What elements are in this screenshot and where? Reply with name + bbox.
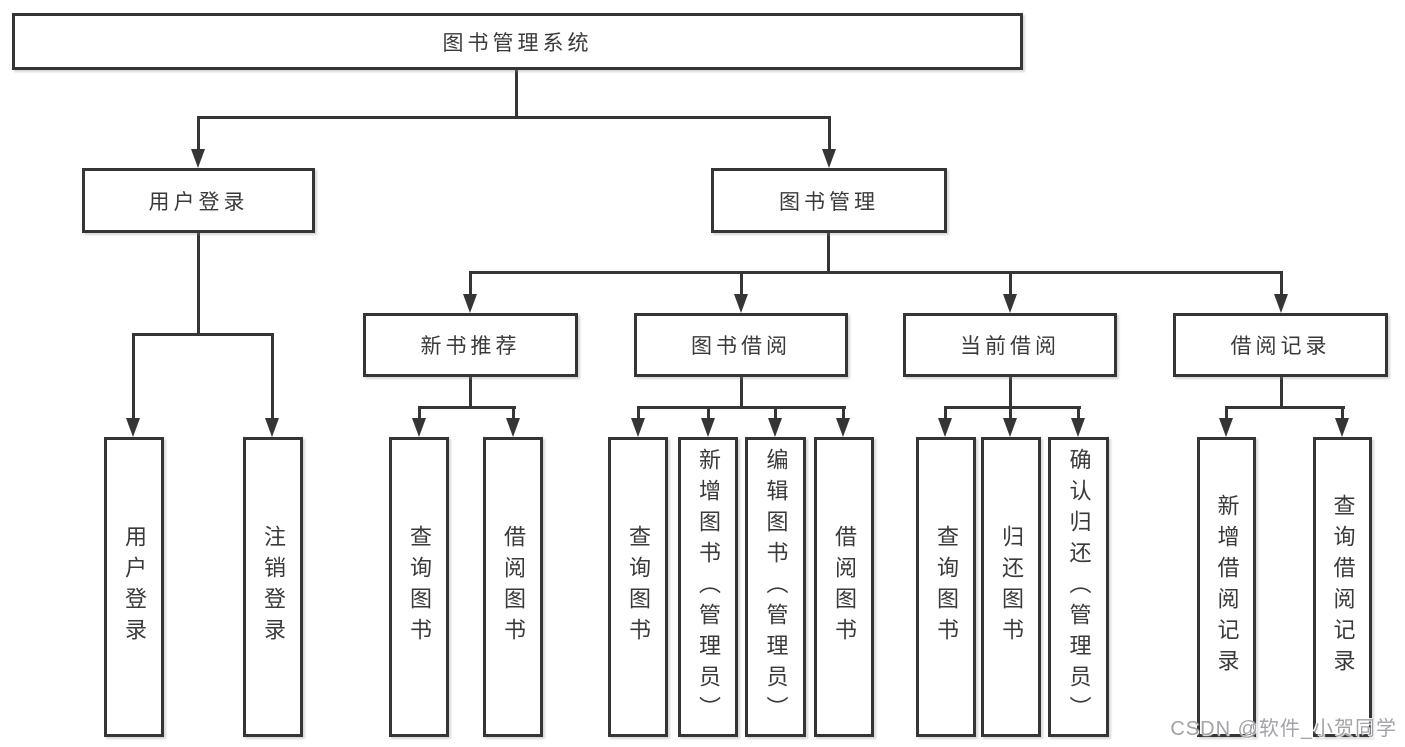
leaf-query-books-current: 查询图书 — [916, 437, 976, 737]
connector-line — [469, 271, 1283, 274]
arrow-down-icon — [506, 418, 520, 437]
arrow-down-icon — [463, 294, 477, 313]
csdn-watermark: CSDN @软件_小贺同学 — [1170, 718, 1397, 740]
node-new-book-recommendation: 新书推荐 — [363, 313, 578, 377]
arrow-down-icon — [768, 418, 782, 437]
connector-line — [740, 271, 743, 297]
connector-line — [740, 377, 743, 409]
leaf-logout: 注销登录 — [243, 437, 303, 737]
connector-line — [1225, 406, 1345, 409]
leaf-edit-book-admin: 编辑图书（管理员） — [745, 437, 806, 737]
connector-line — [469, 271, 472, 297]
connector-line — [418, 406, 516, 409]
connector-line — [469, 377, 472, 409]
node-current-borrowing: 当前借阅 — [903, 313, 1117, 377]
connector-line — [1225, 406, 1228, 422]
connector-line — [197, 116, 200, 152]
arrow-down-icon — [191, 149, 205, 168]
node-book-management: 图书管理 — [711, 168, 947, 233]
node-library-management-system: 图书管理系统 — [12, 13, 1023, 70]
leaf-label: 借阅图书 — [501, 525, 526, 649]
node-book-borrowing: 图书借阅 — [634, 313, 848, 377]
arrow-down-icon — [265, 418, 279, 437]
connector-line — [827, 232, 830, 274]
connector-line — [944, 406, 1081, 409]
arrow-down-icon — [1274, 294, 1288, 313]
connector-line — [842, 406, 845, 422]
connector-line — [707, 406, 710, 422]
connector-line — [418, 406, 421, 422]
leaf-return-books: 归还图书 — [981, 437, 1041, 737]
connector-line — [132, 333, 274, 336]
arrow-down-icon — [701, 418, 715, 437]
arrow-down-icon — [938, 418, 952, 437]
connector-line — [1009, 271, 1012, 297]
arrow-down-icon — [836, 418, 850, 437]
leaf-label: 编辑图书（管理员） — [763, 447, 789, 727]
connector-line — [197, 232, 200, 336]
leaf-add-borrow-record: 新增借阅记录 — [1197, 437, 1256, 737]
arrow-down-icon — [1071, 418, 1085, 437]
leaf-add-book-admin: 新增图书（管理员） — [678, 437, 738, 737]
arrow-down-icon — [1003, 418, 1017, 437]
arrow-down-icon — [822, 149, 836, 168]
connector-line — [1009, 377, 1012, 409]
arrow-down-icon — [1335, 418, 1349, 437]
arrow-down-icon — [1219, 418, 1233, 437]
arrow-down-icon — [126, 418, 140, 437]
connector-line — [774, 406, 777, 422]
leaf-label: 查询图书 — [407, 525, 432, 649]
leaf-label: 查询图书 — [934, 525, 959, 649]
connector-line — [271, 333, 274, 421]
connector-line — [512, 406, 515, 422]
arrow-down-icon — [631, 418, 645, 437]
node-user-login: 用户登录 — [82, 168, 315, 233]
leaf-label: 查询图书 — [626, 525, 651, 649]
leaf-label: 归还图书 — [999, 525, 1024, 649]
leaf-query-books-borrowing: 查询图书 — [608, 437, 668, 737]
leaf-label: 新增借阅记录 — [1214, 494, 1240, 680]
connector-line — [132, 333, 135, 421]
connector-line — [637, 406, 846, 409]
node-borrowing-records: 借阅记录 — [1173, 313, 1388, 377]
connector-line — [197, 116, 831, 119]
leaf-query-books-recommend: 查询图书 — [389, 437, 449, 737]
leaf-borrow-books-borrowing: 借阅图书 — [814, 437, 874, 737]
arrow-down-icon — [1003, 294, 1017, 313]
leaf-user-login: 用户登录 — [104, 437, 164, 737]
leaf-label: 注销登录 — [261, 525, 286, 649]
connector-line — [828, 116, 831, 152]
connector-line — [1077, 406, 1080, 422]
connector-line — [1341, 406, 1344, 422]
leaf-label: 借阅图书 — [832, 525, 857, 649]
leaf-borrow-books-recommend: 借阅图书 — [483, 437, 543, 737]
connector-line — [637, 406, 640, 422]
leaf-query-borrow-record: 查询借阅记录 — [1313, 437, 1372, 737]
leaf-label: 用户登录 — [122, 525, 147, 649]
leaf-label: 新增图书（管理员） — [696, 447, 721, 727]
arrow-down-icon — [734, 294, 748, 313]
leaf-label: 确认归还（管理员） — [1066, 447, 1092, 727]
connector-line — [944, 406, 947, 422]
connector-line — [1280, 271, 1283, 297]
leaf-label: 查询借阅记录 — [1330, 494, 1356, 680]
arrow-down-icon — [412, 418, 426, 437]
connector-line — [515, 69, 518, 118]
connector-line — [1280, 377, 1283, 409]
leaf-confirm-return-admin: 确认归还（管理员） — [1048, 437, 1109, 737]
connector-line — [1009, 406, 1012, 422]
